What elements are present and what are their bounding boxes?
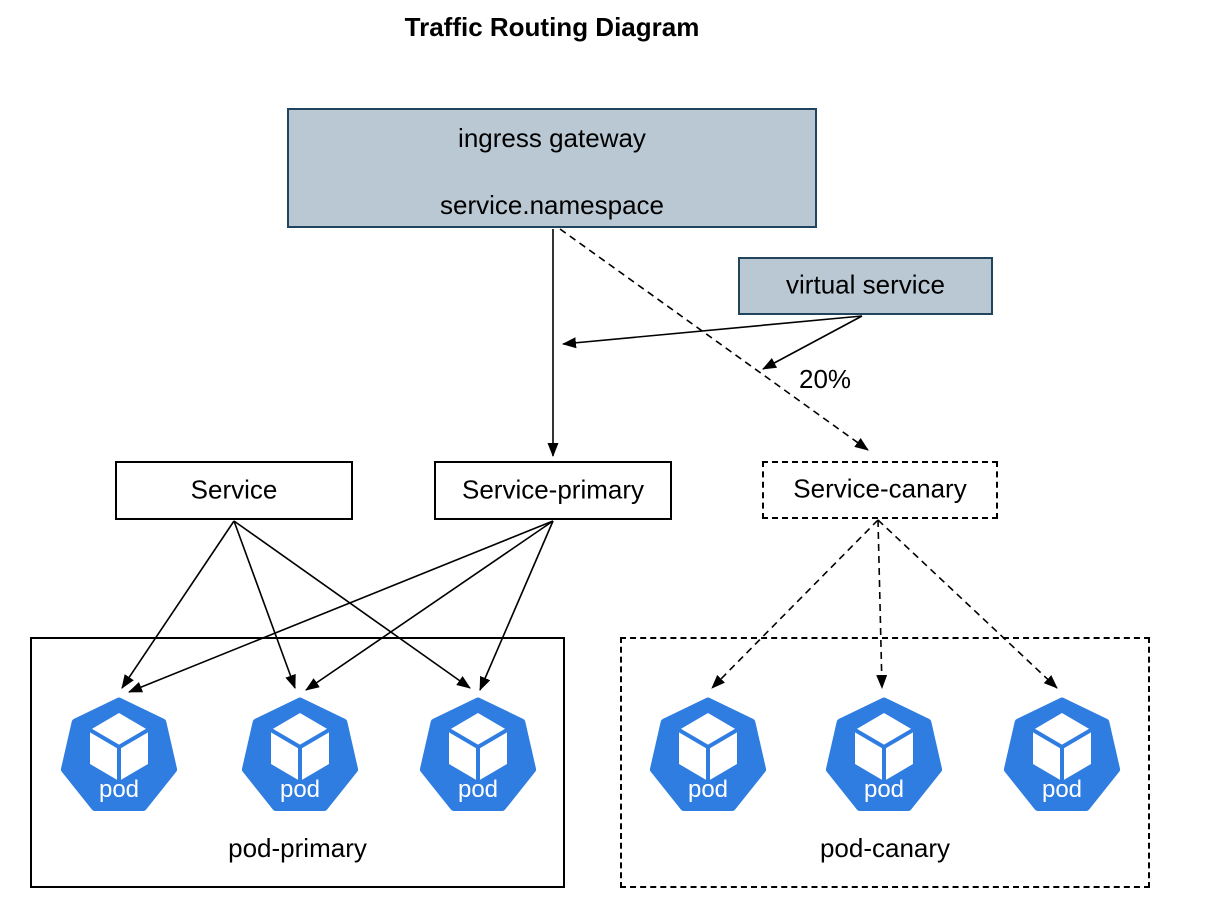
service-namespace-label: service.namespace (440, 190, 664, 220)
canary-weight-label: 20% (799, 364, 852, 394)
virtual-service-label: virtual service (786, 269, 945, 300)
node-ingress-gateway: ingress gateway service.namespace (287, 108, 817, 228)
node-service-canary: Service-canary (762, 461, 998, 519)
service-primary-label: Service-primary (461, 473, 645, 504)
pod-canary-label: pod-canary (819, 833, 951, 863)
service-canary-label: Service-canary (793, 473, 967, 504)
edge-virtual-service-to-primary-route (562, 315, 863, 349)
ingress-gateway-label: ingress gateway (458, 123, 646, 153)
pod-primary-label: pod-primary (228, 833, 367, 863)
service-label: Service (190, 473, 278, 504)
node-service-primary: Service-primary (434, 461, 672, 520)
node-virtual-service: virtual service (738, 257, 993, 315)
edge-virtual-service-to-canary-route (762, 315, 863, 370)
node-service: Service (115, 461, 353, 520)
group-pod-canary: pod-canary (620, 637, 1150, 888)
diagram-title: Traffic Routing Diagram (404, 12, 700, 42)
group-pod-primary: pod-primary (30, 637, 565, 888)
